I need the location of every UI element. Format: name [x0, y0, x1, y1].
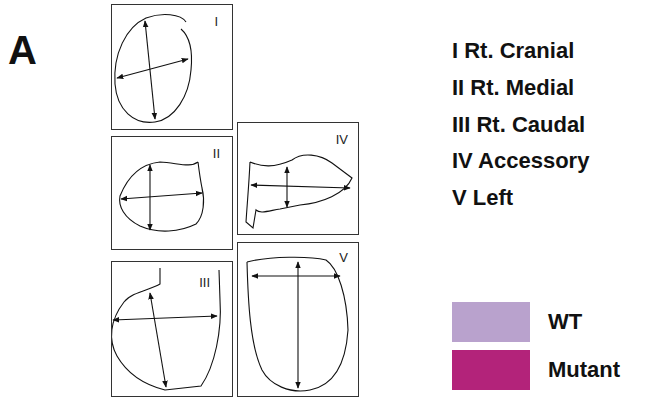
legend-swatch	[452, 302, 530, 342]
panel-letter: A	[8, 30, 37, 70]
axis-arrow	[251, 185, 350, 188]
lobe-outline	[246, 155, 352, 228]
lobe-panel: I	[111, 4, 233, 130]
legend-label: Mutant	[548, 359, 620, 381]
lobe-panel: V	[237, 242, 359, 397]
panel-numeral: I	[214, 15, 218, 28]
axis-arrow	[121, 193, 202, 199]
panel-numeral: II	[213, 147, 220, 160]
lobe-outline	[112, 268, 221, 390]
axis-arrow	[149, 165, 150, 230]
lobe-name: V Left	[452, 187, 513, 209]
legend-label: WT	[548, 311, 582, 333]
axis-arrow	[252, 275, 340, 276]
axis-arrow	[113, 316, 217, 320]
legend-swatch	[452, 350, 530, 390]
lobe-name: III Rt. Caudal	[452, 114, 585, 136]
panel-numeral: V	[339, 251, 348, 264]
axis-arrow	[286, 167, 287, 207]
lobe-panel: IV	[237, 122, 359, 235]
lobe-panel: III	[111, 261, 233, 397]
lobe-name: II Rt. Medial	[452, 77, 574, 99]
lobe-panel: II	[111, 136, 233, 250]
axis-arrow	[150, 293, 166, 387]
lobe-name: IV Accessory	[452, 150, 589, 172]
axis-arrow	[117, 59, 188, 78]
panel-numeral: IV	[336, 133, 348, 146]
lobe-outline	[115, 15, 192, 123]
panel-numeral: III	[199, 276, 210, 289]
axis-arrow	[297, 262, 298, 388]
lobe-outline	[247, 257, 348, 391]
lobe-outline	[120, 162, 204, 231]
lobe-name: I Rt. Cranial	[452, 40, 574, 62]
